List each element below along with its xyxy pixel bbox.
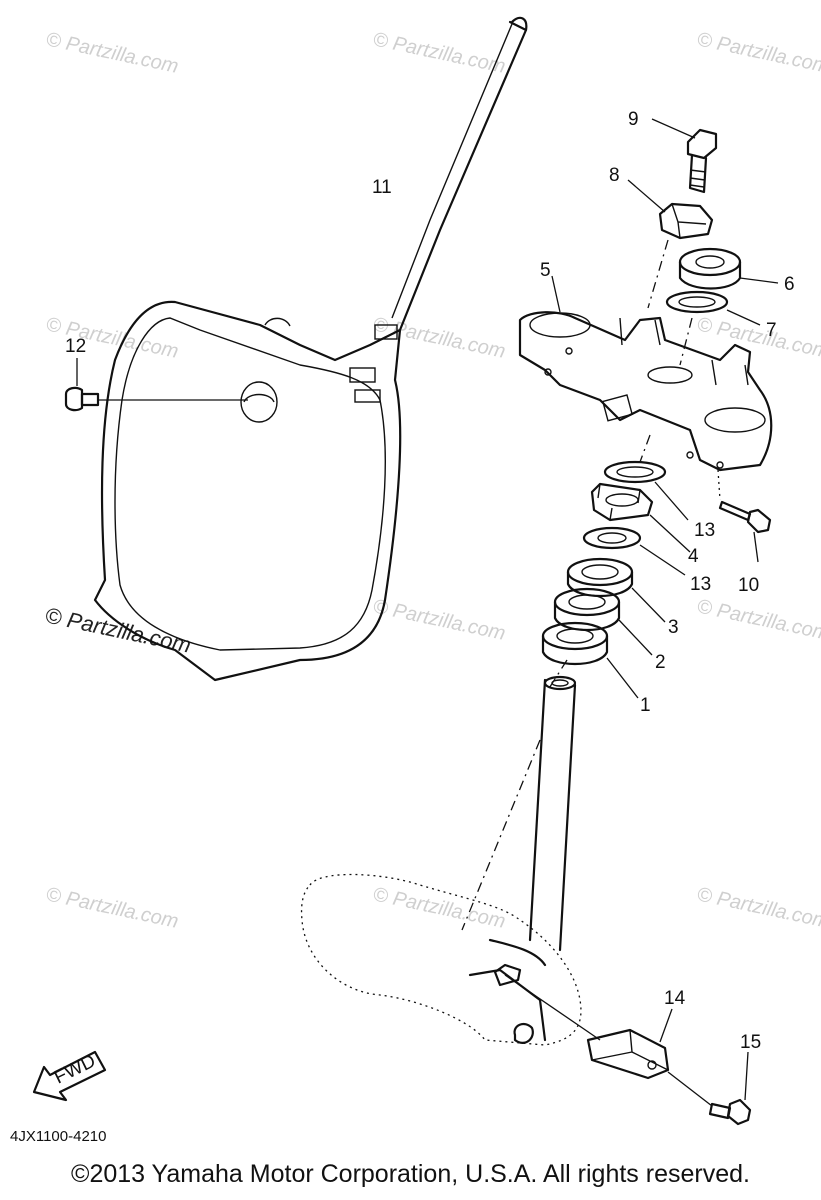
watermarks: © Partzilla.com © Partzilla.com © Partzi… bbox=[43, 28, 821, 933]
part-13-washer-upper bbox=[603, 434, 689, 521]
callout-2: 2 bbox=[655, 652, 666, 673]
watermark: © Partzilla.com bbox=[695, 313, 821, 363]
callout-4: 4 bbox=[688, 546, 699, 567]
part-14-cable-guide bbox=[586, 1008, 673, 1080]
callout-1: 1 bbox=[640, 695, 651, 716]
fwd-arrow-icon: FWD bbox=[32, 1051, 107, 1102]
part-15-bolt bbox=[667, 1051, 752, 1126]
watermark: © Partzilla.com bbox=[371, 28, 507, 78]
part-13-washer-lower bbox=[582, 526, 686, 576]
part-11-number-plate bbox=[93, 16, 528, 682]
callout-13-lower: 13 bbox=[690, 574, 711, 595]
callout-5: 5 bbox=[540, 260, 551, 281]
part-9-bolt bbox=[651, 118, 718, 194]
callout-11: 11 bbox=[372, 177, 392, 198]
part-3-bearing-cover bbox=[566, 557, 666, 623]
callouts: 9 8 11 5 6 7 12 13 4 13 10 3 2 1 14 15 bbox=[65, 109, 795, 1053]
copyright-notice: ©2013 Yamaha Motor Corporation, U.S.A. A… bbox=[71, 1160, 750, 1188]
callout-9: 9 bbox=[628, 109, 639, 130]
part-6-nut bbox=[678, 247, 779, 290]
callout-3: 3 bbox=[668, 617, 679, 638]
callout-10: 10 bbox=[738, 575, 759, 596]
callout-13-upper: 13 bbox=[694, 520, 715, 541]
callout-14: 14 bbox=[664, 988, 686, 1009]
part-1-bearing bbox=[541, 621, 639, 699]
fwd-label: FWD bbox=[51, 1051, 99, 1089]
watermark: © Partzilla.com bbox=[44, 883, 180, 933]
part-12-screw bbox=[64, 358, 248, 412]
watermark: © Partzilla.com bbox=[44, 28, 180, 78]
callout-15: 15 bbox=[740, 1032, 761, 1053]
callout-6: 6 bbox=[784, 274, 795, 295]
steering-stem bbox=[300, 659, 601, 1046]
part-code: 4JX1100-4210 bbox=[10, 1128, 106, 1145]
part-8-holder bbox=[627, 179, 714, 309]
part-4-ring-nut bbox=[590, 482, 691, 553]
watermark: © Partzilla.com bbox=[695, 595, 821, 645]
part-7-washer bbox=[665, 290, 761, 326]
watermark: © Partzilla.com bbox=[371, 313, 507, 363]
watermark: © Partzilla.com bbox=[371, 595, 507, 645]
watermark: © Partzilla.com bbox=[695, 28, 821, 78]
watermark: © Partzilla.com bbox=[695, 883, 821, 933]
callout-8: 8 bbox=[609, 165, 620, 186]
part-2-bearing bbox=[553, 587, 653, 656]
callout-12: 12 bbox=[65, 336, 86, 357]
callout-7: 7 bbox=[766, 320, 777, 341]
part-10-bolt bbox=[717, 469, 772, 563]
part-5-upper-bracket bbox=[518, 275, 773, 472]
